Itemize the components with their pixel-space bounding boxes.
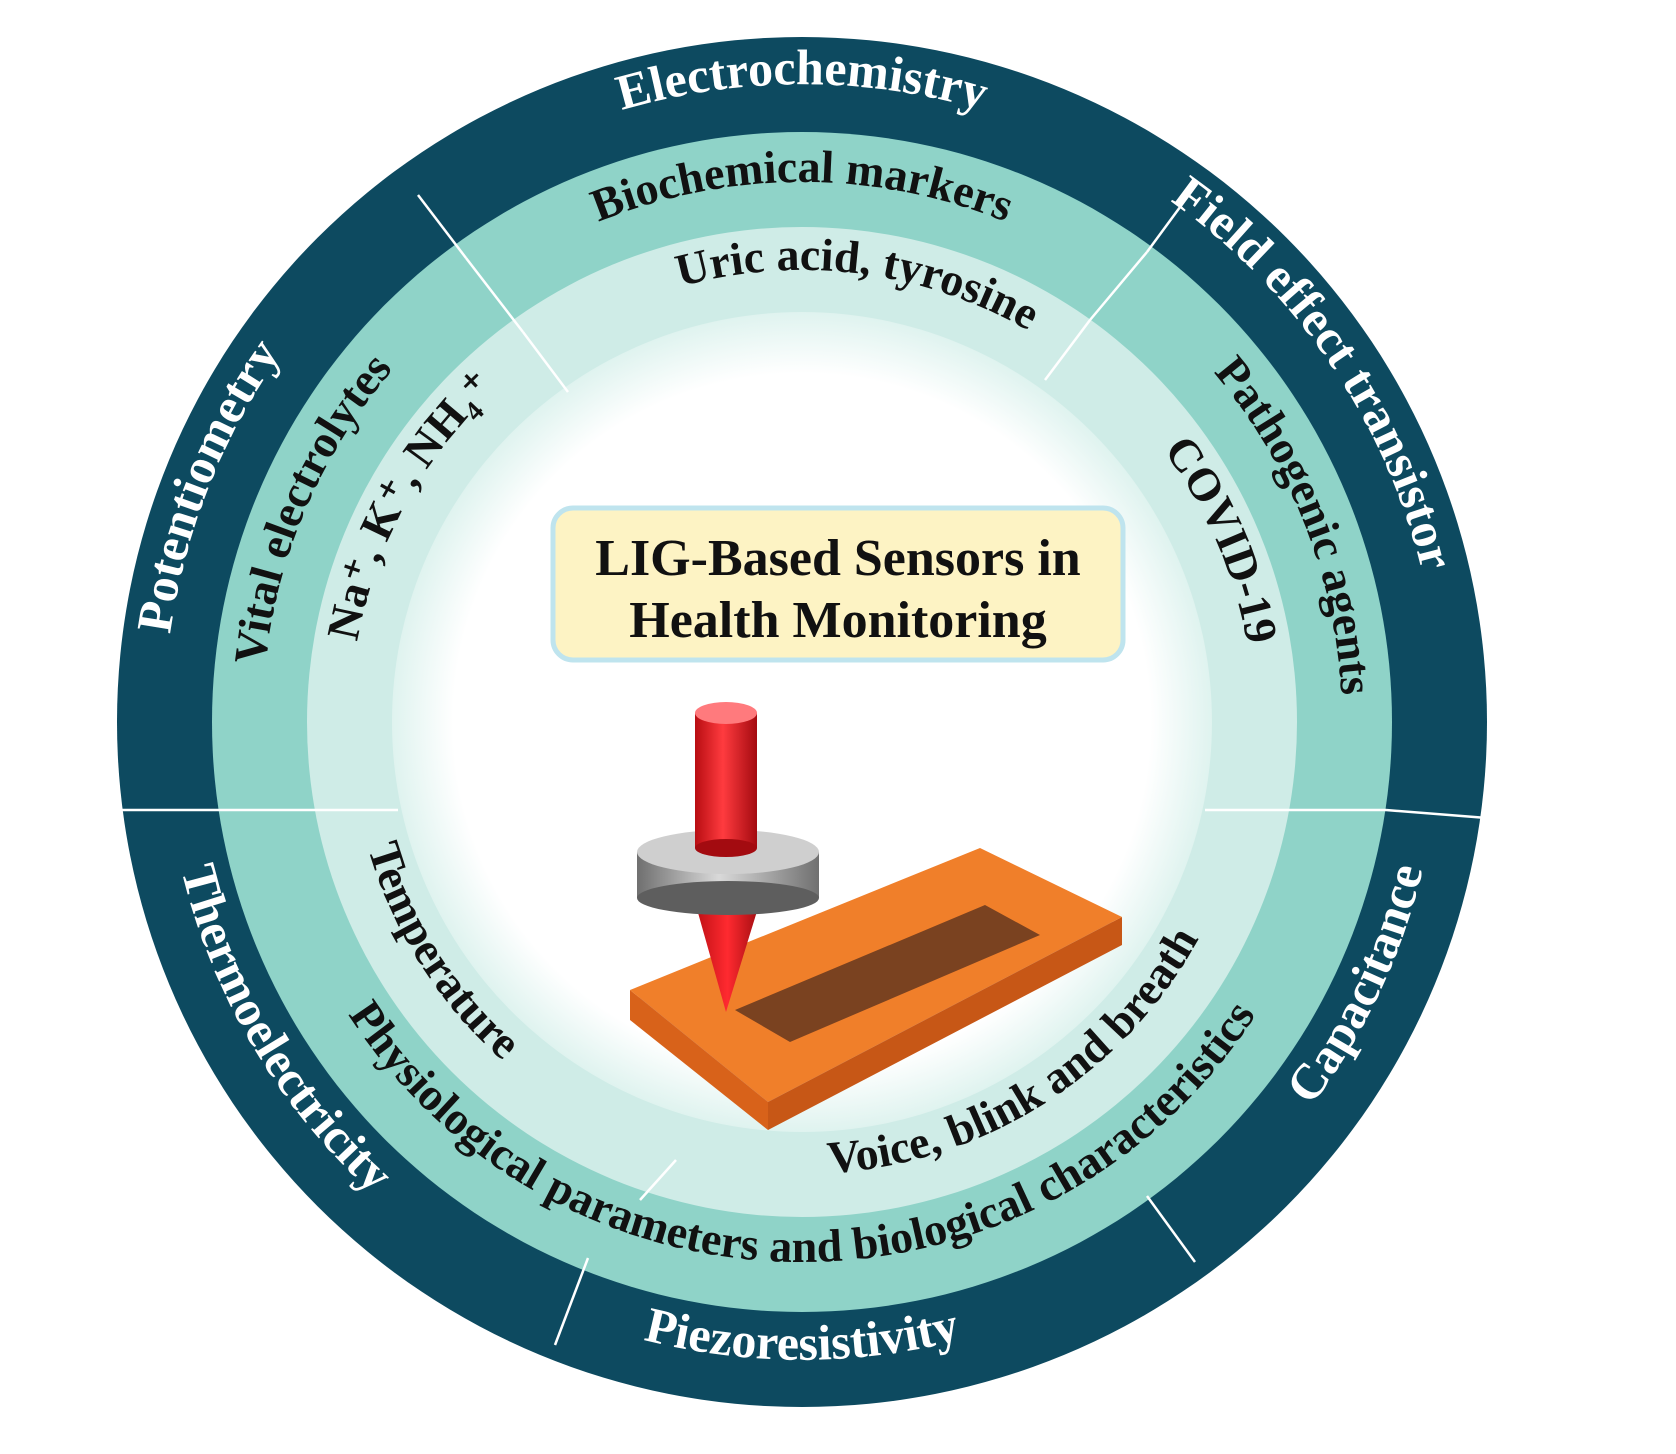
middle-ring-dividers [218,251,1386,812]
title-line-2: Health Monitoring [629,592,1046,649]
substrate-icon [630,848,1122,1130]
lig-pattern [735,905,1040,1042]
outer-ring-dividers [118,183,1488,1346]
inner-ring-dividers [312,319,1292,1201]
laser-head-icon [637,702,819,1012]
title-line-1: LIG-Based Sensors in [595,530,1081,587]
title-box: LIG-Based Sensors in Health Monitoring [550,505,1126,663]
